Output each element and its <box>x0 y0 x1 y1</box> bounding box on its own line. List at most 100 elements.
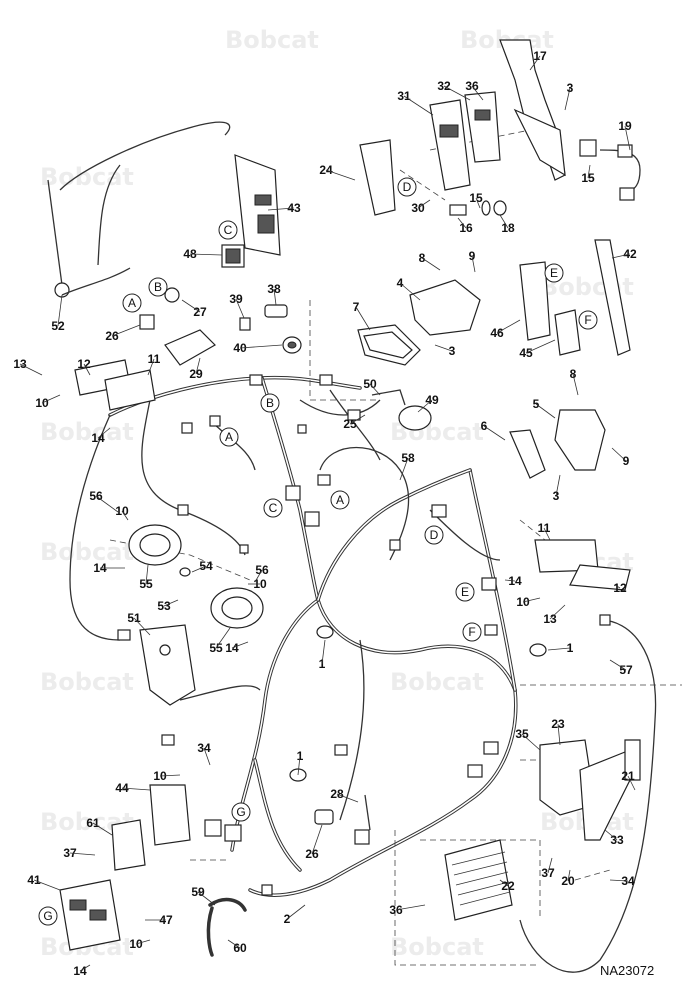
part-label-11: 11 <box>538 521 551 541</box>
air-duct-part <box>499 39 566 181</box>
part-number: 60 <box>233 941 247 955</box>
leader-line <box>57 294 63 327</box>
part-label-9: 9 <box>469 249 476 273</box>
part-label-3: 3 <box>564 81 574 111</box>
leader-line <box>547 857 553 874</box>
leader-line <box>564 87 571 111</box>
part-label-39: 39 <box>229 292 245 319</box>
part-label-17: 17 <box>529 49 547 71</box>
leader-line <box>549 604 566 620</box>
leader-line <box>627 775 636 791</box>
part-label-26: 26 <box>305 824 323 861</box>
part-number: 1 <box>567 641 574 655</box>
leader-line <box>443 85 471 101</box>
part-label-2: 2 <box>284 904 306 926</box>
switch-part-29 <box>139 287 216 366</box>
part-label-16: 16 <box>457 217 473 235</box>
leader-line <box>499 214 509 229</box>
leader-line <box>159 774 181 777</box>
leader-line <box>311 824 323 855</box>
bracket-part-51 <box>139 624 196 706</box>
part-label-3: 3 <box>553 474 561 503</box>
leader-line <box>273 288 277 306</box>
leader-line <box>181 299 201 313</box>
callout-circle <box>544 263 564 283</box>
callout-E: E <box>455 582 475 602</box>
callout-D: D <box>397 177 417 197</box>
leader-line <box>191 565 207 573</box>
leader-line <box>555 474 561 497</box>
part-label-35: 35 <box>515 727 541 751</box>
part-number: 12 <box>613 581 627 595</box>
part-label-8: 8 <box>419 251 441 271</box>
part-label-57: 57 <box>609 659 633 677</box>
part-label-59: 59 <box>191 885 216 906</box>
part-label-9: 9 <box>611 447 630 468</box>
callout-circle <box>263 498 283 518</box>
callout-A: A <box>330 490 350 510</box>
part-label-37: 37 <box>63 846 96 860</box>
part-label-58: 58 <box>399 451 415 481</box>
callout-letter: B <box>154 280 162 294</box>
leader-line <box>145 564 149 585</box>
callout-circle <box>397 177 417 197</box>
part-label-23: 23 <box>551 717 565 746</box>
callout-circle <box>38 906 58 926</box>
leader-line <box>97 427 111 439</box>
callout-C: C <box>218 220 238 240</box>
part-number: 33 <box>610 833 624 847</box>
leader-line <box>604 829 618 841</box>
part-label-7: 7 <box>353 300 371 331</box>
callout-circle <box>260 393 280 413</box>
light-part-11-12 <box>74 359 631 591</box>
callout-letter: D <box>430 528 439 542</box>
part-label-27: 27 <box>181 299 207 319</box>
part-label-10: 10 <box>248 577 267 591</box>
horn-part-49 <box>371 389 432 431</box>
part-label-14: 14 <box>91 427 111 445</box>
part-label-4: 4 <box>397 276 421 301</box>
part-label-49: 49 <box>417 393 439 413</box>
part-number: 11 <box>148 352 161 366</box>
grille-part-43 <box>221 154 281 268</box>
leader-line <box>399 282 421 301</box>
watermark-text: Bobcat <box>40 538 134 566</box>
callout-circle <box>330 490 350 510</box>
part-label-19: 19 <box>618 119 632 151</box>
callout-A: A <box>122 293 142 313</box>
callout-letter: A <box>225 430 233 444</box>
part-label-10: 10 <box>35 394 61 410</box>
side-panel-part-42 <box>519 239 631 356</box>
leader-line <box>33 879 61 891</box>
watermark-text: Bobcat <box>40 163 134 191</box>
leader-line <box>355 306 371 331</box>
hose-part-59 <box>206 897 247 957</box>
leader-line <box>197 891 216 906</box>
part-label-24: 24 <box>319 163 356 181</box>
part-label-55: 55 <box>209 627 231 655</box>
bracket-part-4 <box>357 279 481 366</box>
part-label-32: 32 <box>437 79 471 101</box>
part-label-28: 28 <box>330 787 359 803</box>
leader-line <box>215 627 231 649</box>
callout-letter: C <box>269 501 278 515</box>
leader-line <box>83 363 91 376</box>
callout-circle <box>578 310 598 330</box>
sensor-part-28 <box>314 794 371 831</box>
callout-circle <box>219 427 239 447</box>
leader-line <box>567 869 571 882</box>
leader-line <box>92 822 113 836</box>
leader-line <box>624 125 631 151</box>
part-number-labels: 1112333456788991010101010101111121213131… <box>13 49 637 978</box>
watermark-text: Bobcat <box>390 933 484 961</box>
part-label-47: 47 <box>145 913 173 927</box>
leader-line <box>499 879 509 887</box>
part-label-1: 1 <box>297 749 304 776</box>
thin-wires <box>59 121 657 973</box>
part-label-13: 13 <box>543 604 566 626</box>
leader-line <box>457 217 467 229</box>
callout-circle <box>148 277 168 297</box>
part-number: 18 <box>501 221 515 235</box>
